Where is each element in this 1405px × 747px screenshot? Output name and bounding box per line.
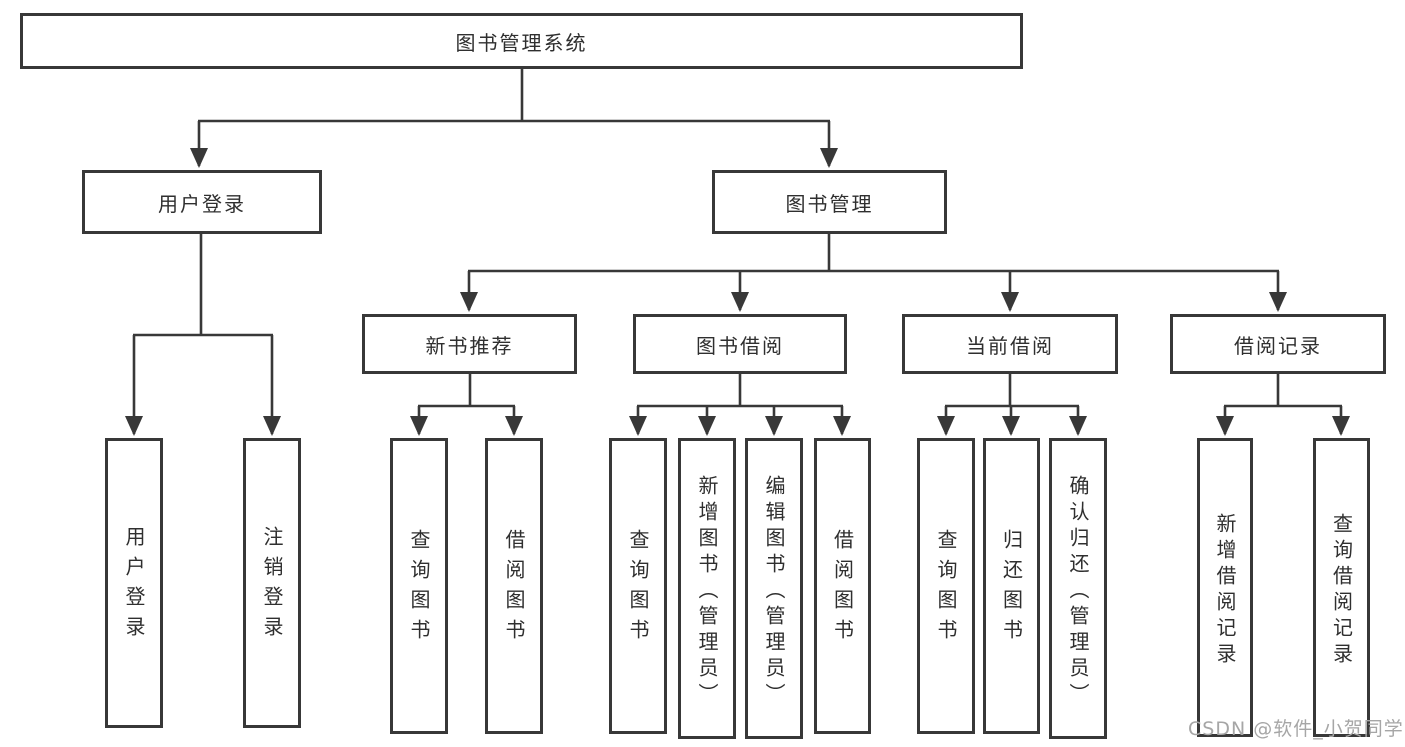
node-leaf-return-books: 归还图书 xyxy=(983,438,1040,734)
node-user-login-branch: 用户登录 xyxy=(82,170,322,234)
node-book-management-branch: 图书管理 xyxy=(712,170,947,234)
node-leaf-query-books-2: 查询图书 xyxy=(609,438,667,734)
node-leaf-query-books-1: 查询图书 xyxy=(390,438,448,734)
node-leaf-query-borrow-record: 查询借阅记录 xyxy=(1313,438,1370,737)
node-leaf-query-books-3: 查询图书 xyxy=(917,438,975,734)
node-leaf-borrow-books-2: 借阅图书 xyxy=(814,438,871,734)
node-book-borrow: 图书借阅 xyxy=(633,314,847,374)
node-root-system: 图书管理系统 xyxy=(20,13,1023,69)
node-leaf-add-borrow-record: 新增借阅记录 xyxy=(1197,438,1253,737)
node-borrow-records: 借阅记录 xyxy=(1170,314,1386,374)
node-leaf-edit-books-admin: 编辑图书（管理员） xyxy=(745,438,803,739)
node-leaf-borrow-books-1: 借阅图书 xyxy=(485,438,543,734)
node-leaf-user-login: 用户登录 xyxy=(105,438,163,728)
node-leaf-add-books-admin: 新增图书（管理员） xyxy=(678,438,736,739)
node-current-borrow: 当前借阅 xyxy=(902,314,1118,374)
node-leaf-confirm-return-admin: 确认归还（管理员） xyxy=(1049,438,1107,739)
node-leaf-logout: 注销登录 xyxy=(243,438,301,728)
node-new-book-recommend: 新书推荐 xyxy=(362,314,577,374)
csdn-watermark: CSDN @软件_小贺同学 xyxy=(1188,718,1404,740)
